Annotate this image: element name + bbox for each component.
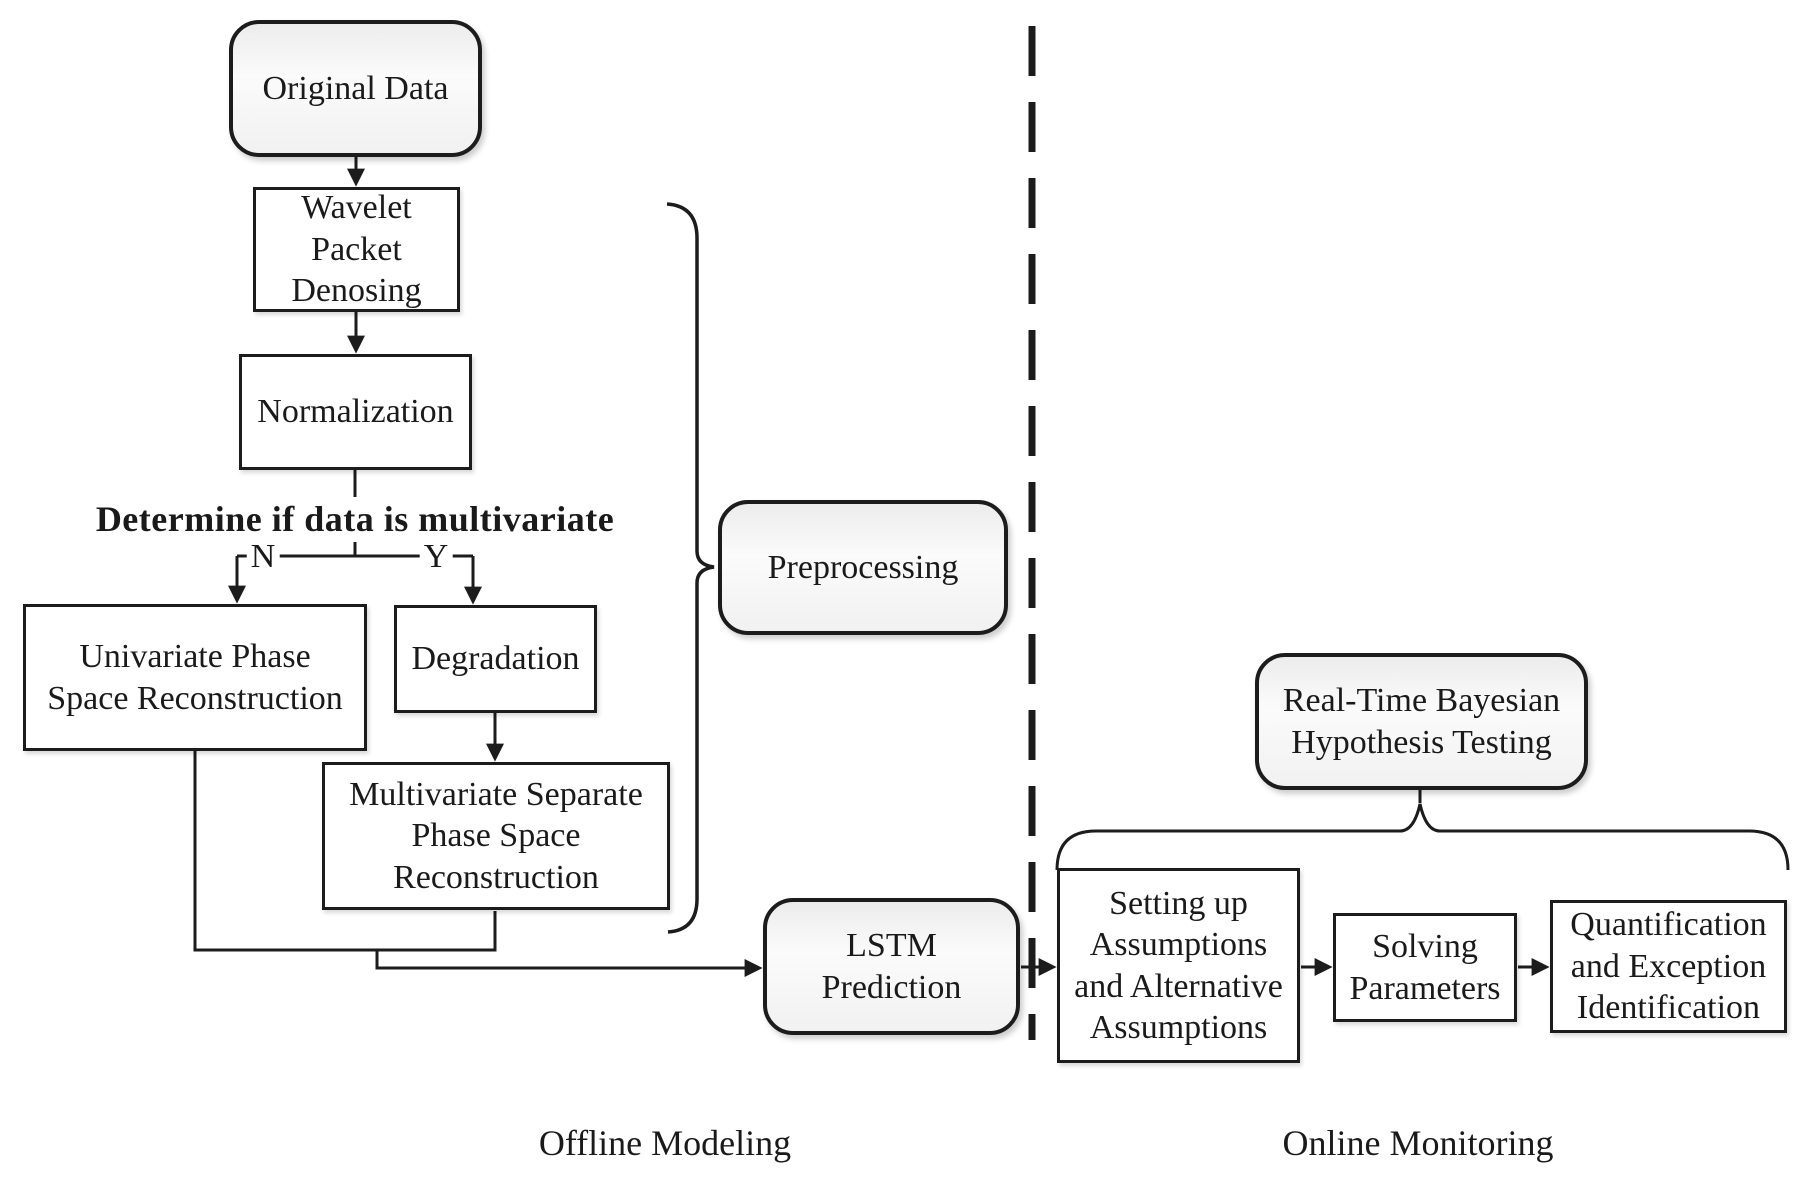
branch-no-label: N xyxy=(246,538,280,576)
node-quantification-exception-identification: Quantification and Exception Identificat… xyxy=(1550,900,1787,1033)
node-lstm-prediction-label: LSTM Prediction xyxy=(821,927,962,1006)
node-degradation: Degradation xyxy=(394,605,597,713)
node-setting-up-assumptions-label: Setting up Assumptions and Alternative A… xyxy=(1074,884,1283,1046)
node-lstm-prediction: LSTM Prediction xyxy=(763,898,1020,1035)
branch-yes-label: Y xyxy=(419,538,453,576)
node-multivariate-label: Multivariate Separate Phase Space Recons… xyxy=(349,775,643,896)
node-univariate-phase-space-reconstruction: Univariate Phase Space Reconstruction xyxy=(23,604,367,751)
node-wavelet-packet-denosing-label: Wavelet Packet Denosing xyxy=(291,189,422,310)
preprocessing-group-brace xyxy=(666,202,715,934)
offline-modeling-caption: Offline Modeling xyxy=(538,1123,792,1163)
node-univariate-label: Univariate Phase Space Reconstruction xyxy=(47,638,343,717)
node-normalization-label: Normalization xyxy=(257,393,454,431)
node-realtime-bayesian-label: Real-Time Bayesian Hypothesis Testing xyxy=(1282,682,1561,761)
node-solving-parameters: Solving Parameters xyxy=(1333,913,1517,1022)
node-original-data: Original Data xyxy=(229,20,482,157)
line-branch-merge xyxy=(193,751,497,952)
node-original-data-label: Original Data xyxy=(262,69,449,107)
decision-text: Determine if data is multivariate xyxy=(95,499,615,539)
node-normalization: Normalization xyxy=(239,354,472,470)
node-preprocessing: Preprocessing xyxy=(718,500,1008,635)
node-multivariate-separate-phase-space-reconstruction: Multivariate Separate Phase Space Recons… xyxy=(322,762,670,910)
node-realtime-bayesian-hypothesis-testing: Real-Time Bayesian Hypothesis Testing xyxy=(1255,653,1588,790)
online-monitoring-caption: Online Monitoring xyxy=(1282,1123,1554,1163)
arrow-merge-to-lstm xyxy=(375,950,763,977)
node-preprocessing-label: Preprocessing xyxy=(767,548,959,586)
node-wavelet-packet-denosing: Wavelet Packet Denosing xyxy=(253,187,460,312)
node-solving-parameters-label: Solving Parameters xyxy=(1349,928,1501,1007)
node-quantification-label: Quantification and Exception Identificat… xyxy=(1570,906,1767,1027)
realtime-group-brace xyxy=(1055,803,1790,871)
node-setting-up-assumptions: Setting up Assumptions and Alternative A… xyxy=(1057,868,1300,1063)
node-degradation-label: Degradation xyxy=(411,640,580,678)
